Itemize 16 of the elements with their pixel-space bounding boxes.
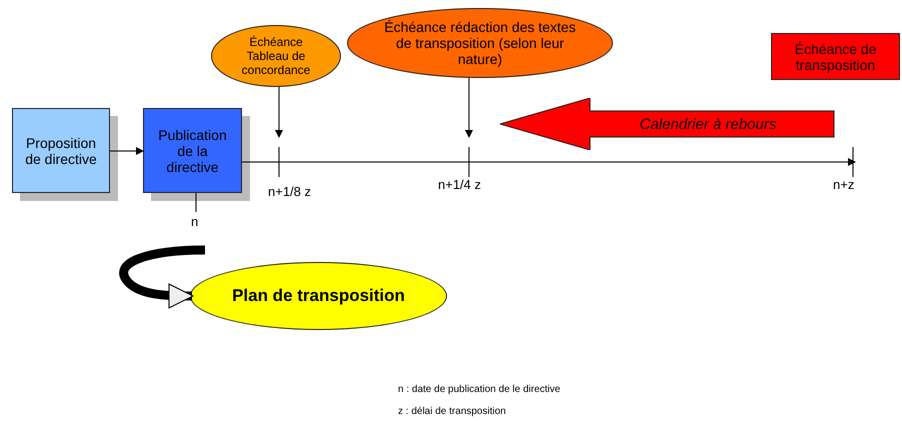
arrow — [465, 77, 473, 138]
arrow — [110, 147, 144, 155]
plan-ellipse: Plan de transposition — [190, 262, 447, 330]
arrow — [242, 158, 856, 166]
tick-label: n+1/4 z — [438, 177, 482, 192]
footnote: n : date de publication de le directive — [398, 384, 560, 395]
block-arrow: Calendrier à rebours — [500, 98, 836, 150]
tick-label: n — [191, 214, 198, 229]
arrow — [275, 86, 283, 138]
milestone-ellipse: Échéance rédaction des textes de transposition (selon leur nature) — [347, 8, 613, 78]
arrow — [119, 246, 206, 308]
tick-label: n+z — [833, 177, 854, 192]
deadline-box: Échéance de transposition — [771, 33, 900, 80]
milestone-ellipse: Échéance Tableau de concordance — [211, 25, 341, 87]
footnote: z : délai de transposition — [398, 406, 506, 417]
tick-label: n+1/8 z — [268, 184, 312, 199]
